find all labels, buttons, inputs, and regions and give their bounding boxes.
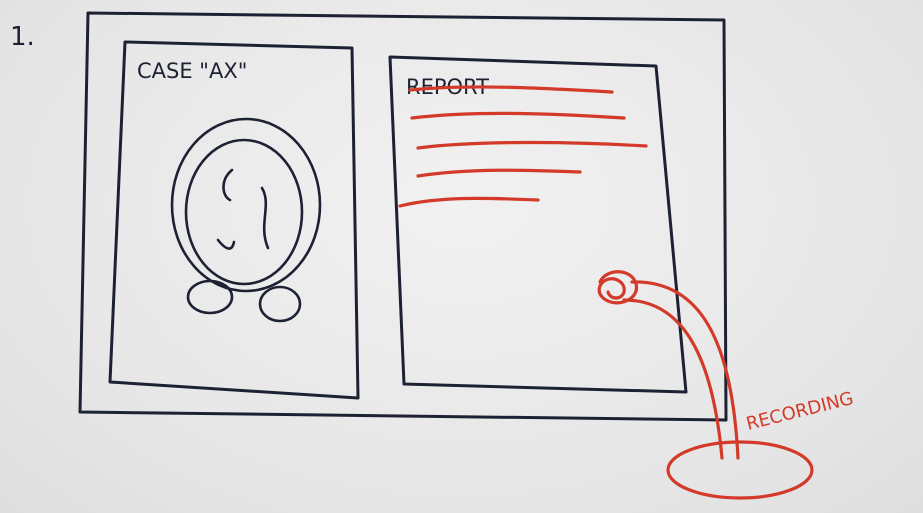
- case-panel: [110, 42, 358, 398]
- report-text-lines: [400, 87, 646, 206]
- recording-label: RECORDING: [744, 388, 856, 435]
- head-scan-drawing: [172, 119, 320, 321]
- step-number-label: 1.: [10, 22, 35, 52]
- microphone-icon: [599, 272, 812, 498]
- report-panel: [390, 57, 686, 392]
- case-panel-title: CASE "AX": [137, 59, 247, 83]
